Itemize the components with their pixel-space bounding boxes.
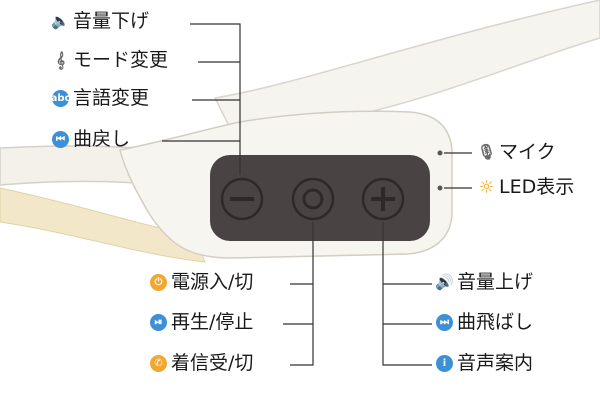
minus-icon bbox=[230, 197, 254, 201]
fast-forward-icon: ⏭ bbox=[436, 314, 453, 331]
call-text: 着信受/切 bbox=[171, 352, 254, 374]
next-track-text: 曲飛ばし bbox=[457, 311, 534, 333]
volume-down-text: 音量下げ bbox=[73, 10, 150, 32]
plus-icon-v bbox=[381, 187, 385, 211]
label-power: ⏻ 電源入/切 bbox=[150, 273, 253, 292]
label-previous-track: ⏮ 曲戻し bbox=[52, 130, 130, 149]
play-pause-text: 再生/停止 bbox=[171, 311, 254, 333]
power-icon: ⏻ bbox=[150, 274, 167, 291]
label-volume-up: 🔊 音量上げ bbox=[435, 271, 534, 293]
label-mode-change: 𝄞 モード変更 bbox=[52, 51, 168, 70]
label-led: ☼ LED表示 bbox=[478, 178, 574, 197]
label-voice-guide: i 音声案内 bbox=[436, 354, 533, 373]
sun-icon: ☼ bbox=[478, 176, 495, 198]
language-change-text: 言語変更 bbox=[73, 87, 150, 109]
label-next-track: ⏭ 曲飛ばし bbox=[436, 313, 533, 332]
led-light bbox=[437, 185, 443, 191]
phone-icon: ✆ bbox=[150, 355, 167, 372]
label-volume-down: 🔈 音量下げ bbox=[51, 10, 150, 32]
label-call: ✆ 着信受/切 bbox=[150, 354, 253, 373]
voice-guide-text: 音声案内 bbox=[457, 352, 534, 374]
music-note-icon: 𝄞 bbox=[56, 51, 65, 69]
info-icon: i bbox=[436, 355, 453, 372]
label-microphone: 🎙 マイク bbox=[476, 141, 556, 163]
microphone-text: マイク bbox=[499, 141, 556, 163]
mic-hole bbox=[437, 150, 443, 156]
play-pause-icon: ⏯ bbox=[150, 314, 167, 331]
rewind-icon: ⏮ bbox=[52, 131, 69, 148]
power-text: 電源入/切 bbox=[171, 271, 254, 293]
speaker-high-icon: 🔊 bbox=[435, 273, 454, 291]
mode-change-text: モード変更 bbox=[73, 49, 169, 71]
label-language-change: abc 言語変更 bbox=[51, 87, 150, 109]
speaker-low-icon: 🔈 bbox=[51, 12, 70, 30]
label-play-pause: ⏯ 再生/停止 bbox=[150, 313, 253, 332]
led-text: LED表示 bbox=[499, 176, 575, 198]
leader-lines bbox=[162, 23, 472, 366]
circle-icon bbox=[302, 188, 324, 210]
bottom-band bbox=[0, 187, 206, 263]
center-button[interactable] bbox=[291, 177, 335, 221]
volume-up-text: 音量上げ bbox=[457, 271, 534, 293]
previous-track-text: 曲戻し bbox=[73, 128, 131, 150]
abc-icon: abc bbox=[51, 90, 70, 107]
microphone-icon: 🎙 bbox=[476, 143, 497, 161]
